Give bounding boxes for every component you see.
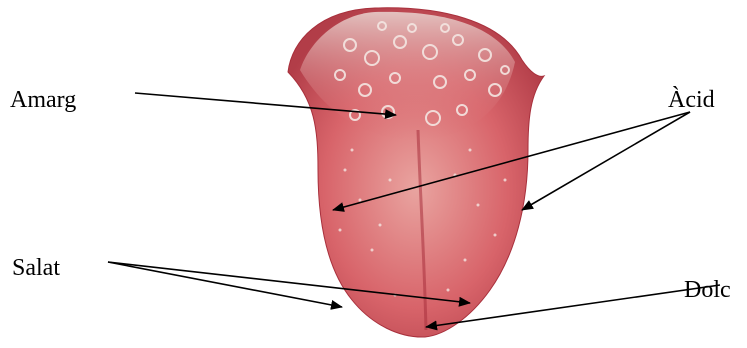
label-salat: Salat [12, 256, 60, 280]
label-acid: Àcid [668, 88, 715, 112]
label-amarg: Amarg [10, 88, 76, 112]
arrow-acid-right [522, 112, 690, 210]
label-dolc: Dolc [684, 278, 731, 302]
